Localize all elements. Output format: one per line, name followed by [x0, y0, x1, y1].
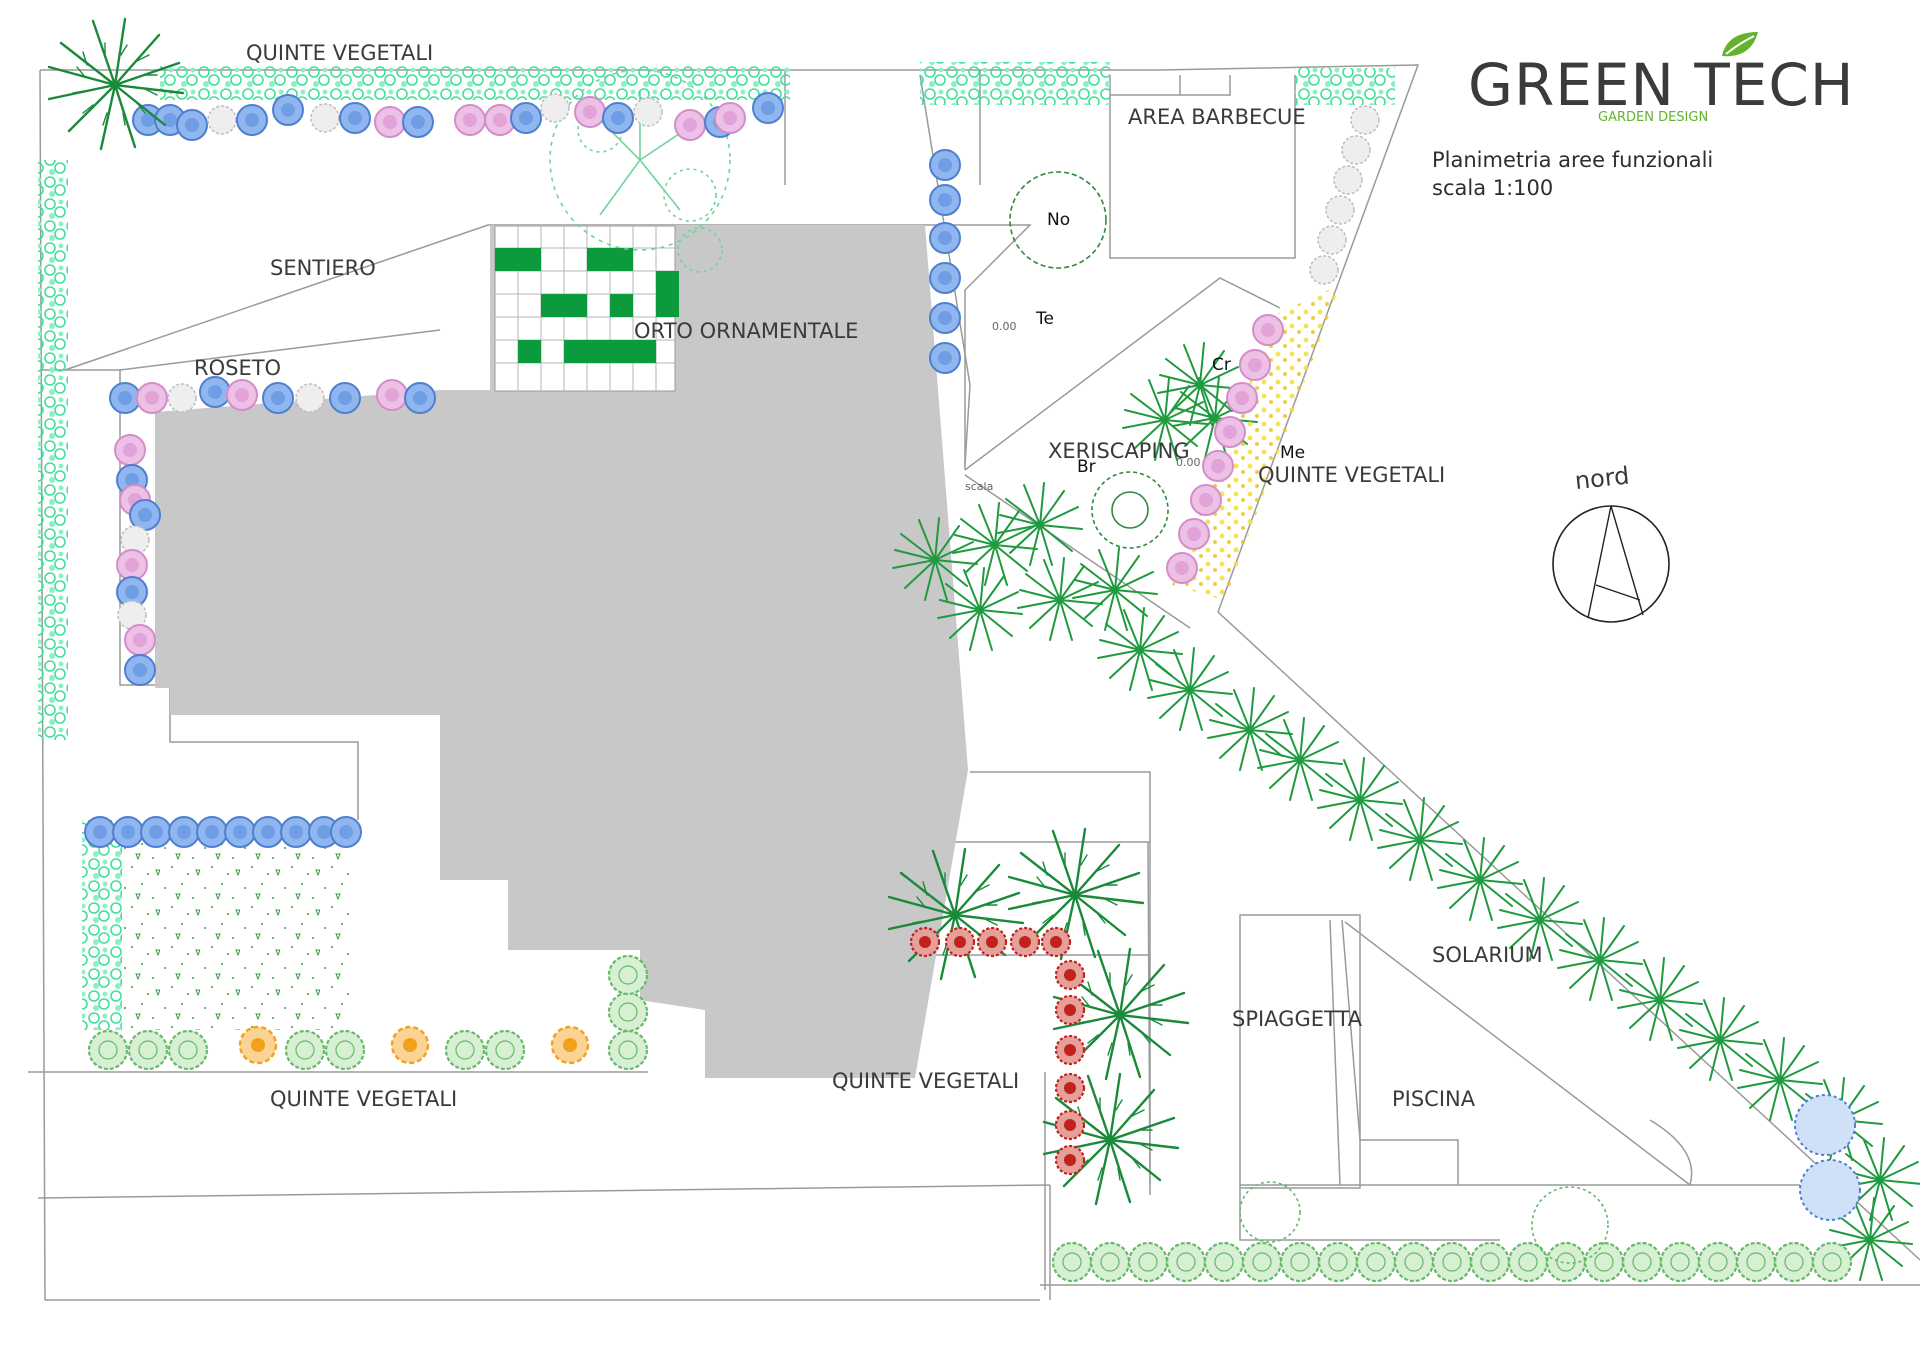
caption-title: Planimetria aree funzionali [1432, 148, 1714, 172]
leaf-icon [1722, 32, 1758, 57]
label-orto: ORTO ORNAMENTALE [634, 319, 858, 343]
annotation-scala: scala [965, 480, 993, 493]
label-sentiero: SENTIERO [270, 256, 376, 280]
label-roseto: ROSETO [194, 356, 281, 380]
label-piscina: PISCINA [1392, 1087, 1476, 1111]
red-shrubs [909, 926, 1086, 1176]
area-labels: QUINTE VEGETALI SENTIERO ROSETO ORTO ORN… [194, 41, 1543, 1111]
label-spiaggetta: SPIAGGETTA [1232, 1007, 1363, 1031]
right-diagonal-hedge [1166, 105, 1380, 600]
left-hedge [38, 62, 1395, 1030]
label-quinte-right: QUINTE VEGETALI [1258, 463, 1445, 487]
code-me: Me [1280, 443, 1305, 463]
brand-subtitle: GARDEN DESIGN [1598, 110, 1709, 125]
meadow [122, 840, 352, 1030]
brand-name: GREEN TECH [1468, 51, 1855, 119]
code-no: No [1047, 210, 1070, 230]
building [155, 225, 968, 1078]
blue-shrub-column [929, 149, 961, 374]
code-te: Te [1035, 309, 1054, 329]
vegetable-garden-grid [494, 225, 679, 392]
blue-trees [1794, 1094, 1861, 1221]
meadow-blue-row [84, 816, 362, 848]
label-quinte-bottom-mid: QUINTE VEGETALI [832, 1069, 1019, 1093]
level-mark-b: 0.00 [1176, 456, 1201, 469]
label-quinte-top: QUINTE VEGETALI [246, 41, 433, 65]
level-mark-a: 0.00 [992, 320, 1017, 333]
north-label: nord [1573, 462, 1630, 496]
bottom-right-shrub-row [1051, 1181, 1853, 1283]
code-br: Br [1077, 457, 1096, 477]
top-shrub-row [132, 92, 784, 141]
plant-codes: No Te Cr Br Me 0.00 0.00 scala [965, 210, 1305, 493]
label-solarium: SOLARIUM [1432, 943, 1543, 967]
label-xeriscaping: XERISCAPING [1048, 439, 1190, 463]
code-cr: Cr [1212, 355, 1231, 375]
barbecue-trees [1009, 171, 1169, 549]
plan-caption: Planimetria aree funzionali scala 1:100 [1432, 146, 1713, 202]
label-quinte-bottom-left: QUINTE VEGETALI [270, 1087, 457, 1111]
caption-scale: scala 1:100 [1432, 176, 1554, 200]
north-compass: nord [1552, 462, 1670, 623]
label-barbecue: AREA BARBECUE [1128, 105, 1306, 129]
brand-logo: GREEN TECH GARDEN DESIGN [1468, 32, 1854, 132]
